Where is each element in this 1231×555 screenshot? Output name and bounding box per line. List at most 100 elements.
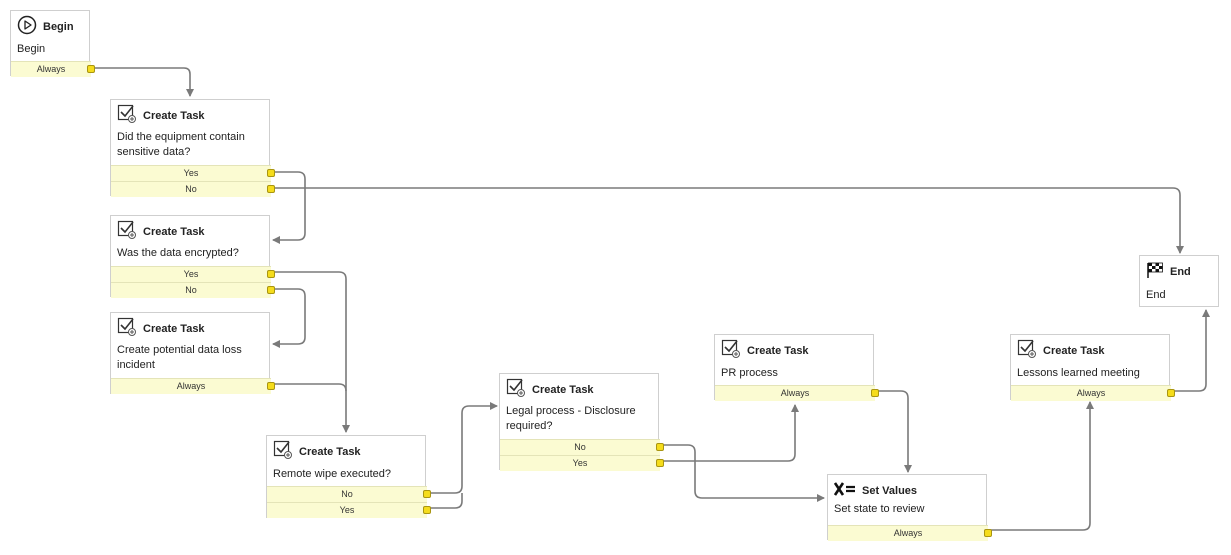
node-description: End [1146,289,1166,301]
output-label: Always [780,388,810,398]
wire-task7-always [1173,309,1210,392]
node-header: Create Task [117,104,205,129]
output-no[interactable]: No [111,181,275,197]
output-yes[interactable]: Yes [111,266,275,282]
create-task-node[interactable]: Create Task Lessons learned meeting Alwa… [1010,334,1175,401]
create-task-node[interactable]: Create Task Did the equipment contain se… [110,99,275,197]
wire-task5-yes [663,404,799,462]
output-no[interactable]: No [267,486,431,502]
output-no[interactable]: No [111,282,275,298]
node-header: Create Task [721,339,809,364]
node-description: Did the equipment contain sensitive data… [117,131,245,158]
wire-task1-no [274,187,1184,254]
output-label: Yes [183,168,199,178]
task-icon [1017,339,1037,364]
wire-task2-no [272,288,306,348]
output-always[interactable]: Always [828,525,992,541]
output-port[interactable] [656,459,664,467]
node-description: Create potential data loss incident [117,344,242,371]
node-header: Create Task [273,440,361,465]
begin-node-header: Begin [17,15,74,40]
set-values-node[interactable]: Set Values Set state to review Always [827,474,992,541]
task-icon [117,104,137,129]
output-label: Always [1076,388,1106,398]
output-always[interactable]: Always [1011,385,1175,401]
node-header: Create Task [1017,339,1105,364]
create-task-node[interactable]: Create Task Was the data encrypted? Yes … [110,215,275,298]
play-circle-icon [17,15,37,40]
output-port[interactable] [1167,389,1175,397]
output-port[interactable] [267,169,275,177]
node-header: End [1146,262,1191,282]
wire-begin-always [93,67,194,97]
create-task-node[interactable]: Create Task Create potential data loss i… [110,312,275,394]
output-always[interactable]: Always [11,61,95,77]
task-icon [273,440,293,465]
node-description: PR process [721,367,778,379]
output-label: No [341,489,353,499]
node-title: Begin [43,21,74,33]
output-yes[interactable]: Yes [111,165,275,181]
output-always[interactable]: Always [111,378,275,394]
wire-task2-yes [274,271,350,433]
wire-setvalues-always [990,401,1094,531]
node-description: Lessons learned meeting [1017,367,1140,379]
output-label: Always [893,528,923,538]
wire-task1-yes [272,171,306,244]
node-description: Was the data encrypted? [117,247,239,259]
output-label: Always [176,381,206,391]
output-port[interactable] [423,490,431,498]
node-title: Create Task [299,446,361,458]
node-title: Set Values [862,485,918,497]
output-yes[interactable]: Yes [267,502,431,518]
node-title: Create Task [143,226,205,238]
node-title: End [1170,266,1191,278]
output-port[interactable] [267,270,275,278]
node-header: Set Values [833,481,918,501]
output-label: Yes [572,458,588,468]
output-label: No [574,442,586,452]
output-port[interactable] [984,529,992,537]
wire-task5-no [663,444,825,502]
output-port[interactable] [87,65,95,73]
node-title: Create Task [143,110,205,122]
wire-task4-no [430,402,498,494]
output-port[interactable] [267,185,275,193]
node-title: Create Task [1043,345,1105,357]
output-no[interactable]: No [500,439,664,455]
node-description: Remote wipe executed? [273,468,392,480]
task-icon [117,317,137,342]
begin-node[interactable]: Begin Begin Always [10,10,95,77]
output-yes[interactable]: Yes [500,455,664,471]
node-title: Create Task [747,345,809,357]
wire-task4-yes [430,493,463,509]
node-description: Legal process - Disclosure required? [506,405,636,432]
output-label: No [185,184,197,194]
output-port[interactable] [656,443,664,451]
node-header: Create Task [117,317,205,342]
output-label: Always [36,64,66,74]
output-always[interactable]: Always [715,385,879,401]
create-task-node[interactable]: Create Task Remote wipe executed? No Yes [266,435,431,518]
create-task-node[interactable]: Create Task PR process Always [714,334,879,401]
output-label: No [185,285,197,295]
output-label: Yes [183,269,199,279]
output-port[interactable] [423,506,431,514]
wire-task3-always [274,383,347,392]
output-port[interactable] [267,286,275,294]
output-port[interactable] [871,389,879,397]
output-port[interactable] [267,382,275,390]
wire-task6-always [878,390,912,473]
create-task-node[interactable]: Create Task Legal process - Disclosure r… [499,373,664,471]
task-icon [117,220,137,245]
node-description: Begin [17,43,46,55]
checkered-flag-icon [1146,261,1164,284]
output-label: Yes [339,505,355,515]
node-header: Create Task [506,378,594,403]
task-icon [506,378,526,403]
task-icon [721,339,741,364]
end-node[interactable]: End End [1139,255,1219,307]
node-description: Set state to review [834,503,925,515]
node-header: Create Task [117,220,205,245]
node-title: Create Task [532,384,594,396]
